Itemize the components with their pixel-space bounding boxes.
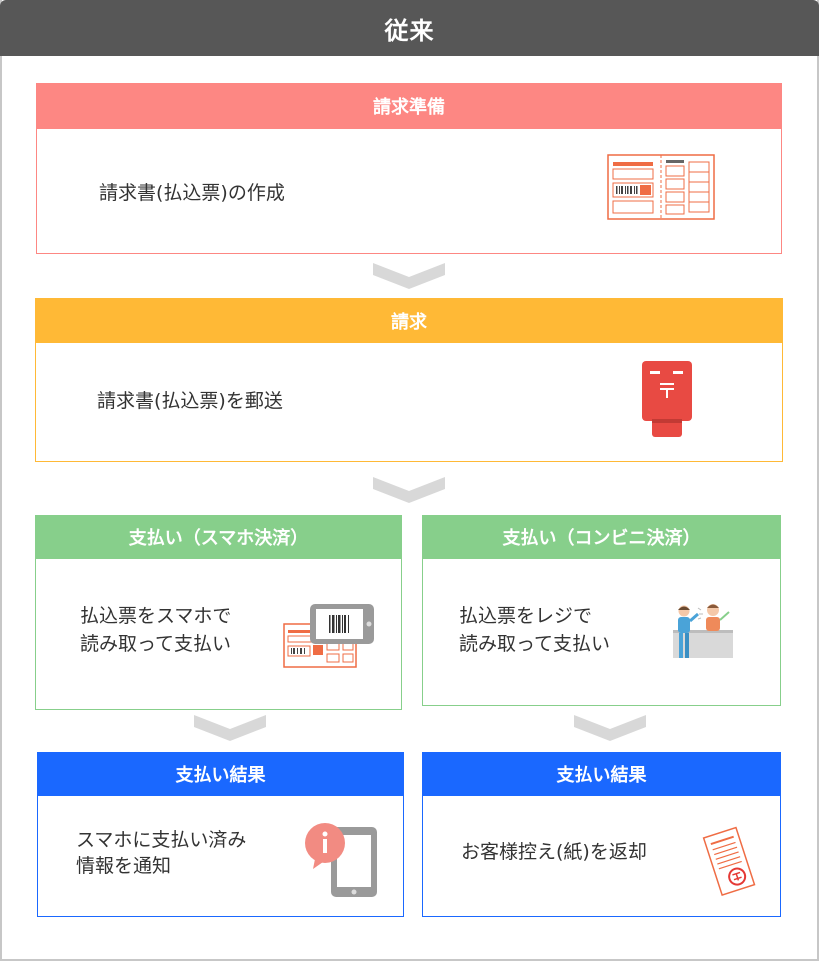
step-result-smartphone-line1: スマホに支払い済み — [76, 829, 247, 851]
step-result-smartphone: 支払い結果 スマホに支払い済み 情報を通知 — [37, 752, 404, 917]
step-invoice-label: 請求 — [35, 298, 783, 343]
step-result-convenience-text: お客様控え(紙)を返却 — [461, 841, 647, 863]
paper-receipt-stamp-icon — [702, 825, 758, 897]
step-result-smartphone-label: 支払い結果 — [37, 752, 404, 796]
step-pay-convenience-line1: 払込票をレジで — [459, 605, 593, 627]
step-prepare: 請求準備 請求書(払込票)の作成 — [36, 83, 782, 254]
arrow-down-icon — [373, 263, 445, 289]
step-prepare-text: 請求書(払込票)の作成 — [99, 182, 285, 204]
smartphone-barcode-scan-icon — [283, 604, 375, 669]
mailbox-icon — [642, 361, 692, 439]
step-result-convenience: 支払い結果 お客様控え(紙)を返却 — [422, 752, 781, 917]
step-pay-smartphone-line2: 読み取って支払い — [80, 633, 232, 655]
step-pay-convenience-label: 支払い（コンビニ決済） — [422, 515, 781, 559]
step-pay-smartphone-line1: 払込票をスマホで — [80, 605, 232, 627]
payment-slip-icon — [607, 154, 715, 220]
smartphone-notification-icon — [303, 821, 383, 899]
arrow-down-icon — [373, 477, 445, 503]
step-pay-smartphone-label: 支払い（スマホ決済） — [35, 515, 402, 559]
step-pay-smartphone: 支払い（スマホ決済） 払込票をスマホで 読み取って支払い — [35, 515, 402, 710]
step-prepare-label: 請求準備 — [36, 83, 782, 129]
arrow-down-icon — [194, 715, 266, 741]
page-title: 従来 — [0, 0, 819, 56]
step-pay-convenience-line2: 読み取って支払い — [459, 633, 611, 655]
store-register-staff-icon — [671, 602, 735, 664]
step-pay-convenience: 支払い（コンビニ決済） 払込票をレジで 読み取って支払い — [422, 515, 781, 706]
step-invoice-text: 請求書(払込票)を郵送 — [97, 390, 283, 412]
arrow-down-icon — [574, 715, 646, 741]
step-result-convenience-label: 支払い結果 — [422, 752, 781, 796]
step-invoice: 請求 請求書(払込票)を郵送 — [35, 298, 783, 462]
step-result-smartphone-line2: 情報を通知 — [76, 855, 172, 877]
